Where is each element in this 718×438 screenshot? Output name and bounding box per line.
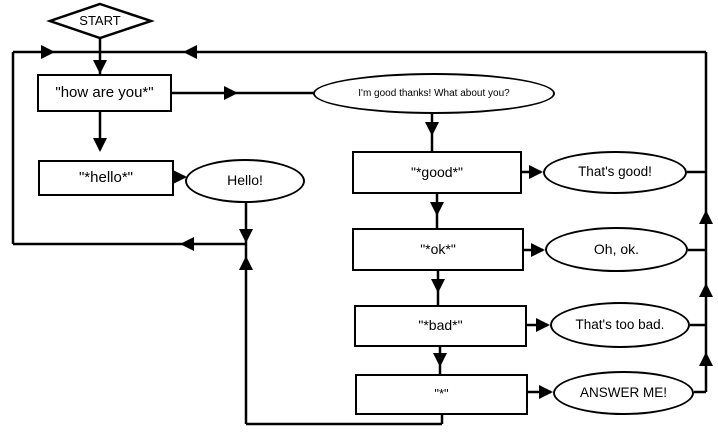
start-diamond xyxy=(46,2,155,40)
response-ellipse-hello: Hello! xyxy=(185,159,305,203)
arrowhead-ok-to-reply xyxy=(531,243,545,257)
arrowhead-into-how xyxy=(93,60,107,74)
arrowhead-top-loop-left xyxy=(183,45,197,59)
arrowhead-imgood-to-good xyxy=(425,122,439,136)
arrowhead-right-up-2 xyxy=(699,283,713,297)
arrowhead-how-to-hello xyxy=(93,138,107,152)
pattern-box-wildcard: "*" xyxy=(355,374,528,415)
arrowhead-good-to-ok xyxy=(430,202,444,216)
response-ellipse-oh-ok: Oh, ok. xyxy=(545,227,688,272)
arrowhead-bad-to-reply xyxy=(536,318,550,332)
arrowhead-left-bottom xyxy=(180,237,194,251)
arrowhead-right-up-3 xyxy=(699,352,713,366)
pattern-box-good: "*good*" xyxy=(352,151,522,194)
arrowhead-good-to-reply xyxy=(529,165,543,179)
response-ellipse-thats-good: That's good! xyxy=(543,151,687,194)
arrowhead-right-up-1 xyxy=(699,210,713,224)
pattern-box-ok: "*ok*" xyxy=(352,228,524,271)
arrowhead-hello-to-reply xyxy=(173,170,187,184)
pattern-box-hello: "*hello*" xyxy=(38,160,174,196)
arrowhead-how-to-imgood xyxy=(224,86,238,100)
response-ellipse-too-bad: That's too bad. xyxy=(550,302,690,348)
arrowhead-loop-up xyxy=(239,256,253,270)
arrowhead-ok-to-bad xyxy=(431,279,445,293)
response-ellipse-im-good: I'm good thanks! What about you? xyxy=(313,73,555,114)
pattern-box-how-are-you: "how are you*" xyxy=(37,74,172,112)
arrowhead-any-to-reply xyxy=(539,385,553,399)
pattern-box-bad: "*bad*" xyxy=(354,305,527,347)
arrowhead-top-loop-right xyxy=(41,45,55,59)
arrowhead-bad-to-any xyxy=(433,353,447,367)
response-ellipse-answer-me: ANSWER ME! xyxy=(553,371,694,415)
start-node-label: START xyxy=(79,12,121,28)
arrowhead-helloreply-down xyxy=(239,229,253,243)
